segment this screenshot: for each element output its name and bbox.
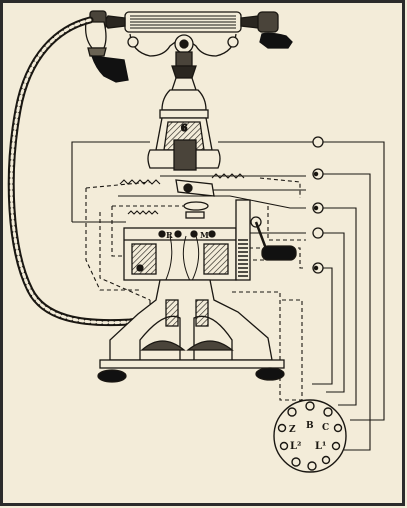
label-L2: L² bbox=[290, 441, 301, 452]
label-L1: L¹ bbox=[315, 441, 326, 452]
terminal-screws bbox=[312, 136, 324, 274]
magneto-crank bbox=[235, 199, 297, 281]
magneto-ringer-box bbox=[123, 227, 237, 281]
terminal-labels: Z B C L² L¹ bbox=[289, 421, 329, 452]
label-Z: Z bbox=[289, 425, 296, 435]
stand-column: 6 bbox=[147, 51, 221, 171]
label-six: 6 bbox=[181, 124, 187, 134]
label-R: R bbox=[166, 230, 173, 240]
label-B: B bbox=[306, 421, 314, 431]
terminal-block bbox=[273, 399, 347, 473]
handset-cord-braid bbox=[9, 18, 162, 325]
hook-switch bbox=[175, 179, 215, 219]
label-M: M bbox=[200, 230, 209, 240]
handset bbox=[84, 10, 293, 83]
base-stand bbox=[97, 279, 285, 383]
label-C: C bbox=[322, 423, 329, 433]
